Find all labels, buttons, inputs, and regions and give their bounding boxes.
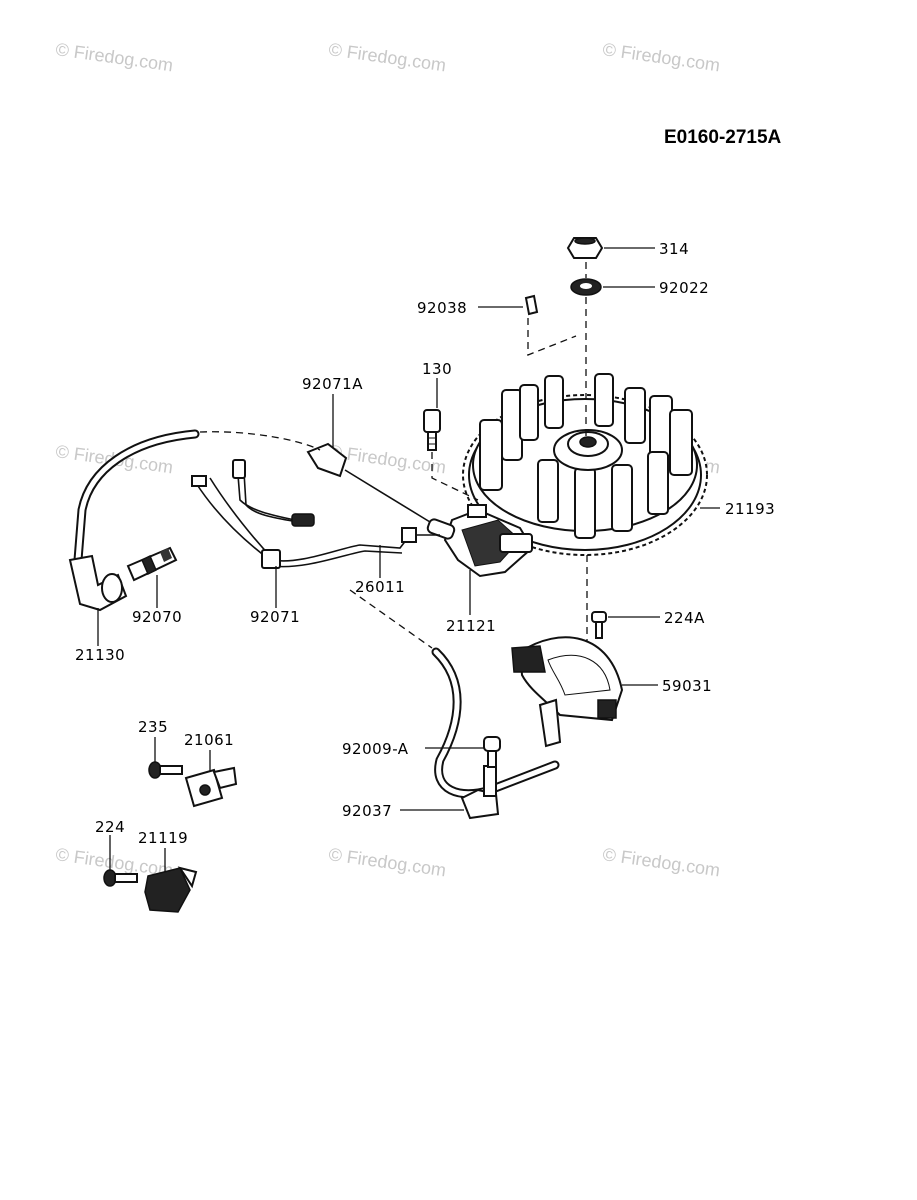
washer-92022 [570,278,602,296]
switch-21119 [144,866,198,913]
screw-224 [103,869,138,887]
part-label[interactable]: 92022 [659,279,709,297]
watermark: © Firedog.com [327,39,447,75]
key-92038 [524,294,539,316]
part-label[interactable]: 21130 [75,646,125,664]
part-label[interactable]: 92009-A [342,740,409,758]
part-label[interactable]: 224 [95,818,125,836]
part-label[interactable]: 92070 [132,608,182,626]
watermark: © Firedog.com [601,844,721,880]
part-label[interactable]: 59031 [662,677,712,695]
part-label[interactable]: 92037 [342,802,392,820]
part-labels: 314 92022 92038 130 92071A 21193 26011 2… [75,240,775,847]
leader-lines [97,247,720,872]
diagram-code: E0160-2715A [664,127,782,148]
part-label[interactable]: 92038 [417,299,467,317]
watermark: © Firedog.com [327,844,447,880]
bolt-130 [423,409,441,451]
spark-plug-cap-21130 [68,554,128,612]
part-label[interactable]: 314 [659,240,689,258]
part-label[interactable]: 224A [664,609,705,627]
part-label[interactable]: 92071A [302,375,363,393]
part-label[interactable]: 21061 [184,731,234,749]
spark-plug-92070 [126,546,178,582]
part-label[interactable]: 26011 [355,578,405,596]
part-label[interactable]: 21193 [725,500,775,518]
part-label[interactable]: 92071 [250,608,300,626]
bolt-92009-A [483,736,501,768]
screw-224A [591,611,607,639]
screw-235 [148,761,183,779]
switch-21061 [184,766,238,808]
part-label[interactable]: 21119 [138,829,188,847]
part-label[interactable]: 130 [422,360,452,378]
watermark: © Firedog.com [54,39,174,75]
nut-314 [566,237,604,259]
part-label[interactable]: 21121 [446,617,496,635]
bracket-59031 [511,636,624,748]
part-label[interactable]: 235 [138,718,168,736]
clamp-92037 [460,765,500,820]
flywheel [462,373,708,556]
watermark: © Firedog.com [601,39,721,75]
ignition-coil [426,504,534,578]
